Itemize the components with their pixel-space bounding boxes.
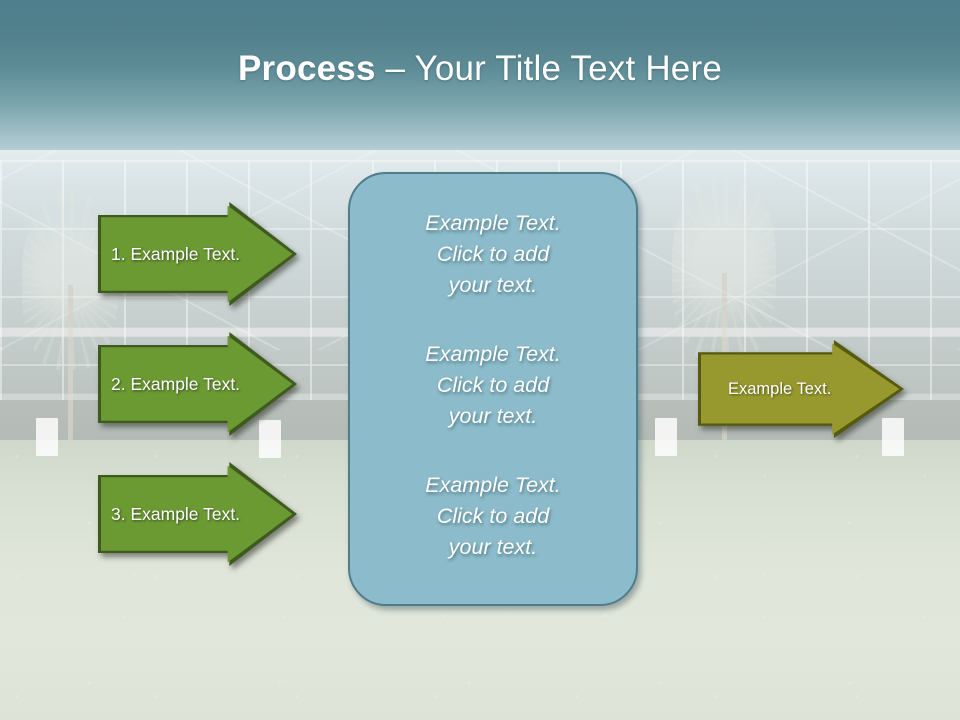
center-content-panel[interactable]: Example Text. Click to add your text. Ex… <box>348 172 638 606</box>
background-sign-panel <box>655 418 677 456</box>
process-arrow-3-label: 3. Example Text. <box>111 504 241 524</box>
process-arrow-1-label: 1. Example Text. <box>111 244 241 264</box>
slide-title-rest: – Your Title Text Here <box>375 49 722 88</box>
center-panel-block-2-line-2: Click to add <box>436 373 550 397</box>
result-arrow[interactable]: Example Text. <box>698 340 904 438</box>
center-panel-block-3-line-1: Example Text. <box>425 473 561 497</box>
process-arrow-2[interactable]: 2. Example Text. <box>98 332 297 436</box>
tree-trunk <box>68 285 73 440</box>
center-panel-block-1-line-3: your text. <box>448 273 538 297</box>
background-sign-panel <box>36 418 58 456</box>
center-panel-block-3-line-3: your text. <box>448 535 538 559</box>
slide-title: Process – Your Title Text Here <box>0 48 960 90</box>
tree-canopy <box>672 170 776 365</box>
process-arrow-2-label: 2. Example Text. <box>111 374 241 394</box>
process-arrow-3[interactable]: 3. Example Text. <box>98 462 297 566</box>
center-panel-block-2: Example Text. Click to add your text. <box>387 339 599 432</box>
center-panel-block-2-line-3: your text. <box>448 404 538 428</box>
center-panel-block-1-line-1: Example Text. <box>425 211 561 235</box>
background-sky <box>0 0 960 200</box>
slide-title-strong: Process <box>238 49 376 88</box>
center-panel-block-1: Example Text. Click to add your text. <box>387 208 599 301</box>
center-panel-block-1-line-2: Click to add <box>436 242 550 266</box>
process-arrow-1[interactable]: 1. Example Text. <box>98 202 297 306</box>
center-panel-block-3: Example Text. Click to add your text. <box>387 470 599 563</box>
center-panel-block-2-line-1: Example Text. <box>425 342 561 366</box>
center-panel-block-3-line-2: Click to add <box>436 504 550 528</box>
result-arrow-label: Example Text. <box>728 380 832 398</box>
